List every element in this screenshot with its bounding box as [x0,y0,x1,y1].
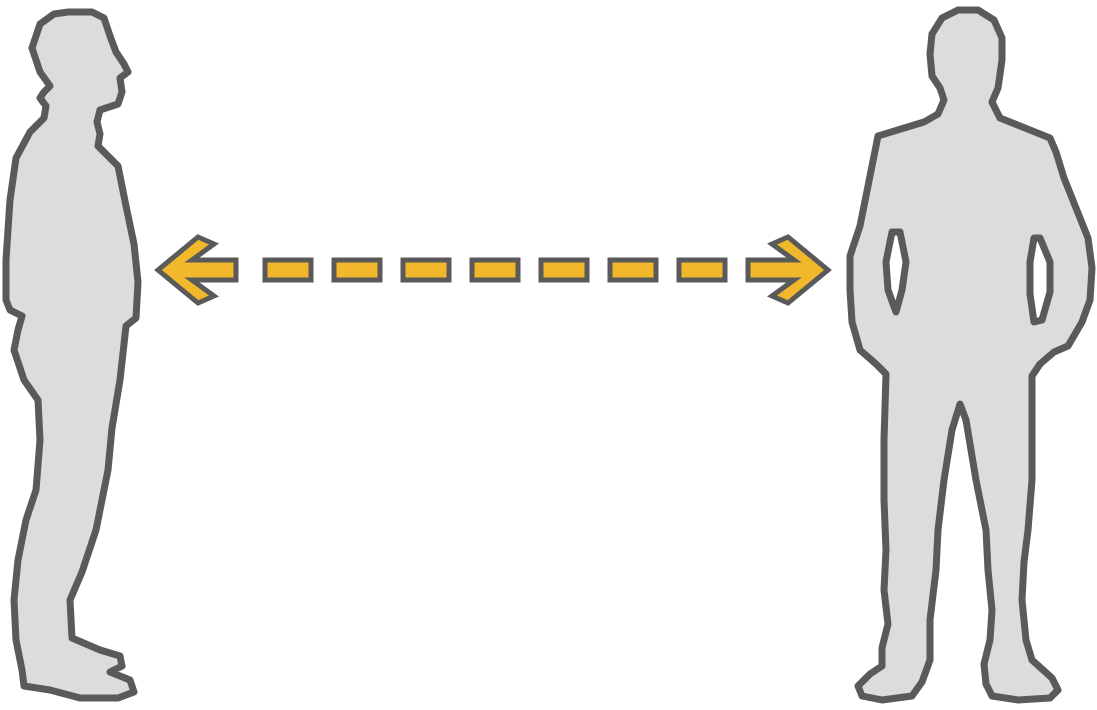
arrow-dash [538,257,590,283]
arrow-dash [400,257,452,283]
arrow-dash [607,257,659,283]
arrowhead-left-icon [154,234,239,306]
arrow-dash [676,257,728,283]
arrow-dash [331,257,383,283]
arrow-dash [262,257,314,283]
right-pocket-gap [1026,234,1054,326]
left-pocket-gap [882,228,910,316]
distance-arrow-icon [154,234,832,306]
person-side-profile-icon [2,8,142,702]
arrowhead-right-icon [745,234,832,306]
person-front-facing-icon [846,6,1096,704]
arrow-dash [469,257,521,283]
